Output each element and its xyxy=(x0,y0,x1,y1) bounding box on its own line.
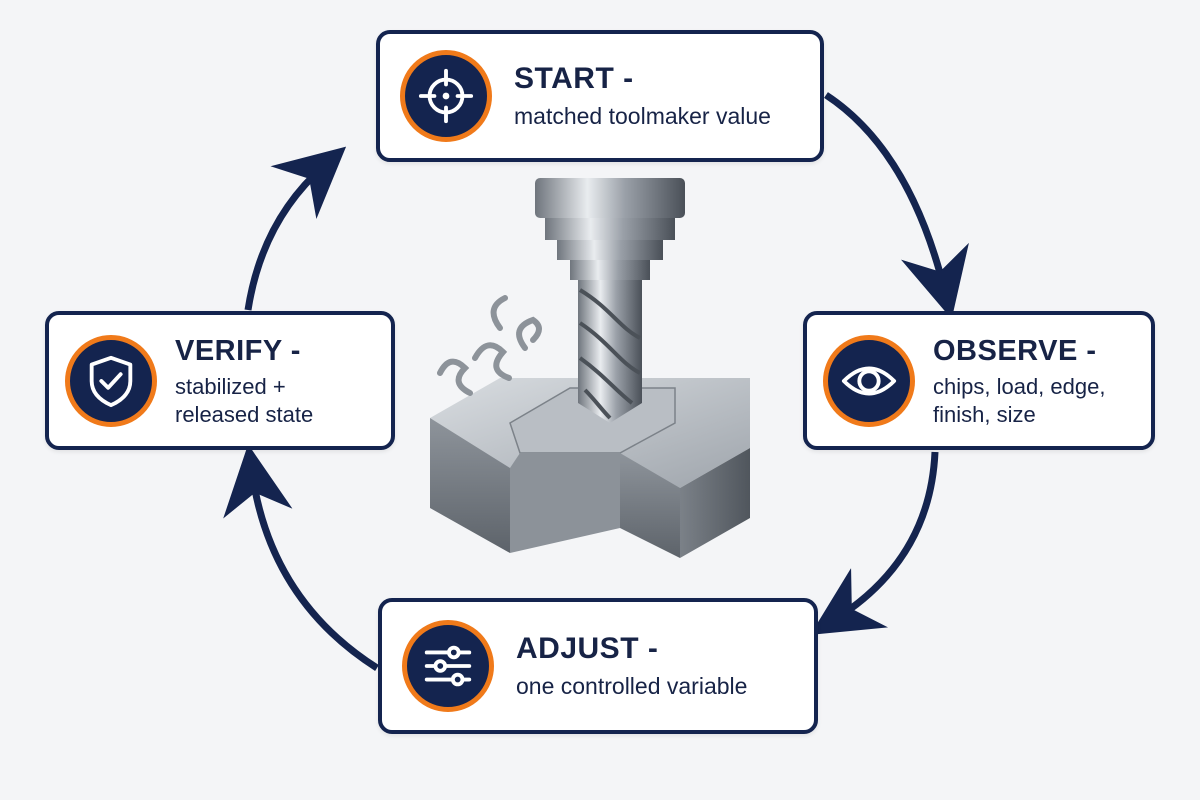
step-title: START - xyxy=(514,62,634,95)
block-slot-floor xyxy=(510,453,620,553)
metal-chips xyxy=(437,295,542,396)
observe-badge xyxy=(823,334,915,427)
sliders-icon xyxy=(424,645,472,687)
step-title: ADJUST - xyxy=(516,632,659,665)
arrow-start-to-observe xyxy=(824,92,969,320)
collet-ring-2 xyxy=(557,240,663,260)
crosshair-icon xyxy=(418,68,474,124)
step-card-adjust: ADJUST - one controlled variable xyxy=(378,598,818,734)
step-title: OBSERVE - xyxy=(933,334,1097,367)
step-description-line-1: chips, load, edge, xyxy=(933,373,1106,399)
step-description: matched toolmaker value xyxy=(514,103,771,129)
block-side xyxy=(680,448,750,558)
collet-ring-1 xyxy=(545,218,675,240)
step-card-observe: OBSERVE - chips, load, edge, finish, siz… xyxy=(803,311,1155,450)
end-mill-cutting-metal-block-icon xyxy=(430,178,750,558)
step-description-line-1: stabilized + xyxy=(175,373,286,399)
end-mill-body xyxy=(578,280,642,423)
spindle xyxy=(535,178,685,218)
arrow-verify-to-start xyxy=(244,146,347,311)
step-card-verify: VERIFY - stabilized + released state xyxy=(45,311,395,450)
end-mill-flutes xyxy=(578,288,641,420)
adjust-badge xyxy=(402,620,494,712)
arrow-adjust-to-verify xyxy=(223,444,379,671)
step-description-line-2: released state xyxy=(175,401,314,427)
step-title: VERIFY - xyxy=(175,334,301,367)
block-front-right xyxy=(620,453,680,558)
step-description-line-2: finish, size xyxy=(933,401,1036,427)
start-badge xyxy=(400,50,492,142)
collet-ring-3 xyxy=(570,260,650,280)
shield-check-icon xyxy=(89,355,133,407)
eye-icon xyxy=(841,366,897,395)
arrow-observe-to-adjust xyxy=(810,451,939,635)
step-card-start: START - matched toolmaker value xyxy=(376,30,824,162)
verify-badge xyxy=(65,334,157,427)
block-front-left xyxy=(430,418,510,553)
step-description: one controlled variable xyxy=(516,673,748,699)
